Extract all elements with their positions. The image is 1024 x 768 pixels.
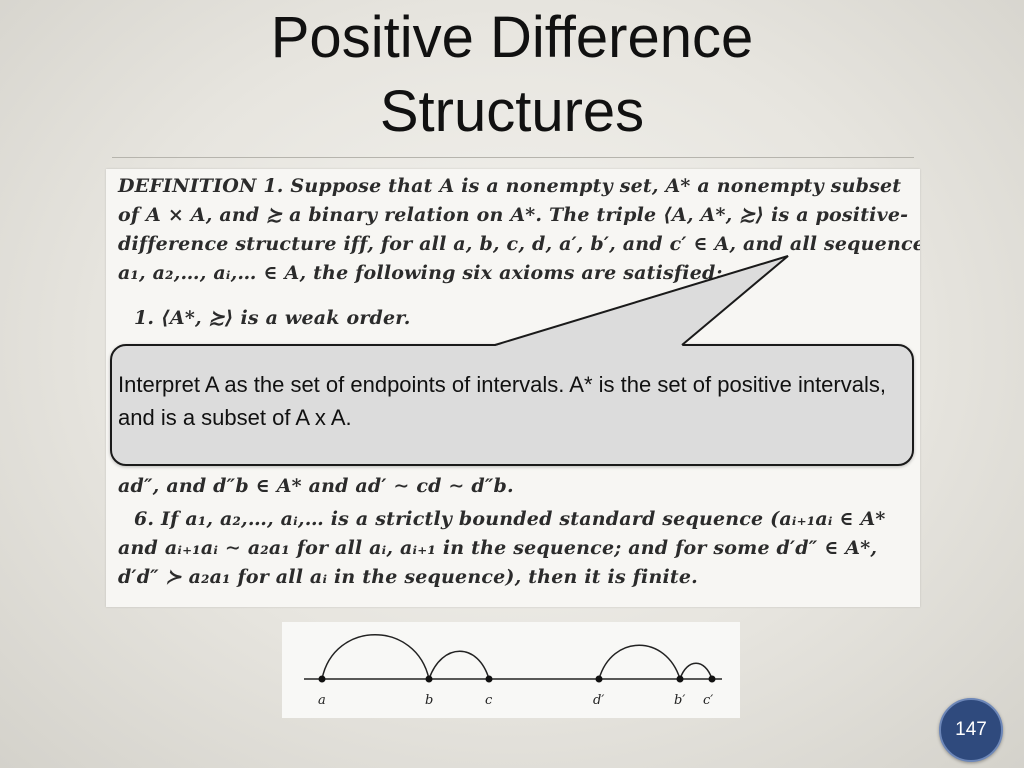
page-number-badge: 147 [939, 698, 1003, 762]
excerpt-line: ad″, and d″b ∈ A* and ad′ ∼ cd ∼ d″b. [118, 475, 514, 497]
point-b-prime [676, 675, 684, 683]
point-b [425, 675, 433, 683]
excerpt-line: 6. If a₁, a₂,…, aᵢ,… is a strictly bound… [134, 508, 886, 530]
excerpt-line: difference structure iff, for all a, b, … [118, 233, 920, 255]
interval-arc-ab [321, 634, 430, 680]
title-divider [112, 157, 914, 158]
interval-diagram: a b c d′ b′ c′ [282, 622, 740, 718]
point-label-d-prime: d′ [593, 693, 604, 708]
excerpt-line: 1. ⟨A*, ≿⟩ is a weak order. [134, 307, 411, 329]
excerpt-line: and aᵢ₊₁aᵢ ∼ a₂a₁ for all aᵢ, aᵢ₊₁ in th… [118, 537, 878, 559]
point-c [485, 675, 493, 683]
page-number: 147 [955, 719, 987, 740]
point-label-b: b [425, 693, 433, 708]
point-a [318, 675, 326, 683]
callout-text: Interpret A as the set of endpoints of i… [118, 372, 886, 430]
slide-title-line-1: Positive Difference [270, 5, 754, 70]
excerpt-line: a₁, a₂,…, aᵢ,… ∈ A, the following six ax… [118, 262, 723, 284]
point-label-c: c [485, 693, 493, 708]
point-c-prime [708, 675, 716, 683]
interval-arc-bc [428, 650, 490, 680]
excerpt-line: d′d″ ≻ a₂a₁ for all aᵢ in the sequence),… [118, 566, 698, 588]
slide-title-line-2: Structures [379, 79, 645, 144]
interval-diagram-svg: a b c d′ b′ c′ [304, 634, 722, 708]
excerpt-line: DEFINITION 1. Suppose that A is a nonemp… [118, 175, 902, 197]
point-label-c-prime: c′ [703, 693, 713, 708]
point-label-b-prime: b′ [674, 693, 685, 708]
callout-box: Interpret A as the set of endpoints of i… [110, 344, 914, 466]
point-label-a: a [318, 693, 326, 708]
interval-arc-b-c [679, 662, 713, 680]
interval-arc-d-b [598, 644, 681, 680]
point-d-prime [595, 675, 603, 683]
excerpt-line: of A × A, and ≿ a binary relation on A*.… [118, 204, 909, 226]
